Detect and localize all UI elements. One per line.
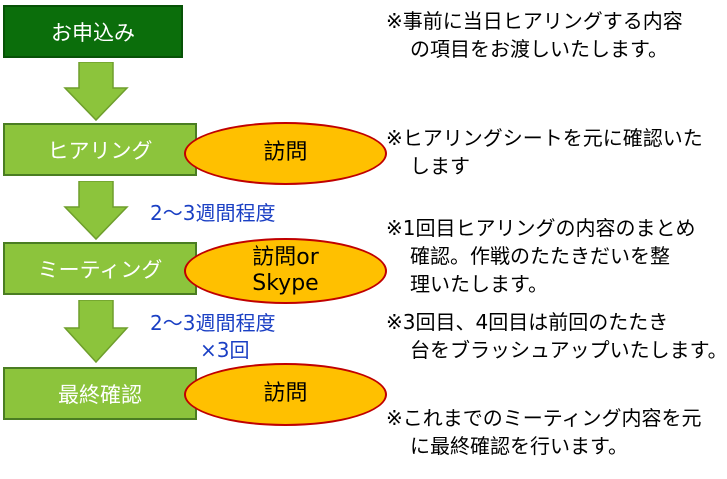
down-arrow-icon (63, 181, 129, 241)
interval-second: 2～3週間程度 (150, 307, 275, 336)
step-hearing: ヒアリング (3, 123, 197, 176)
down-arrow-icon (63, 62, 129, 122)
method-final: 訪問 (184, 363, 387, 426)
note-final-check-line2: に最終確認を行います。 (410, 434, 628, 458)
note-final-check-line1: ※これまでのミーティング内容を元 (386, 406, 702, 430)
note-application-line1: ※事前に当日ヒアリングする内容 (386, 9, 683, 33)
method-meeting-label-line2: Skype (252, 271, 319, 296)
method-final-label: 訪問 (263, 381, 308, 407)
step-meeting-label: ミーティング (37, 257, 163, 282)
note-meeting-later-line1: ※3回目、4回目は前回のたたき (386, 310, 669, 334)
note-meeting-first-line1: ※1回目ヒアリングの内容のまとめ (386, 216, 696, 240)
step-application: お申込み (3, 5, 183, 58)
note-hearing: ※ヒアリングシートを元に確認いた します (386, 124, 703, 180)
method-hearing: 訪問 (184, 122, 387, 185)
step-final-check: 最終確認 (3, 367, 197, 420)
step-meeting: ミーティング (3, 242, 197, 295)
note-meeting-first-line2: 確認。作戦のたたきだいを整 (410, 244, 670, 268)
note-application-line2: の項目をお渡しいたします。 (410, 37, 668, 61)
interval-second-label: 2～3週間程度 (150, 311, 276, 335)
note-final-check: ※これまでのミーティング内容を元 に最終確認を行います。 (386, 404, 702, 460)
note-hearing-line1: ※ヒアリングシートを元に確認いた (386, 126, 703, 150)
note-hearing-line2: します (410, 154, 470, 178)
interval-first: 2～3週間程度 (150, 197, 275, 226)
method-meeting: 訪問or Skype (184, 238, 387, 304)
interval-second-times: ×3回 (200, 334, 249, 363)
interval-second-times-label: ×3回 (200, 338, 250, 362)
interval-first-label: 2～3週間程度 (150, 201, 276, 225)
method-hearing-label: 訪問 (263, 140, 308, 166)
step-hearing-label: ヒアリング (47, 138, 153, 163)
note-meeting-later-line2: 台をブラッシュアップいたします。 (410, 338, 727, 362)
note-meeting-first: ※1回目ヒアリングの内容のまとめ 確認。作戦のたたきだいを整 理いたします。 (386, 214, 695, 298)
method-meeting-label-line1: 訪問or (252, 244, 319, 270)
note-application: ※事前に当日ヒアリングする内容 の項目をお渡しいたします。 (386, 7, 683, 63)
down-arrow-icon (63, 300, 129, 364)
step-final-check-label: 最終確認 (58, 382, 142, 407)
note-meeting-later: ※3回目、4回目は前回のたたき 台をブラッシュアップいたします。 (386, 308, 727, 364)
step-application-label: お申込み (51, 20, 135, 45)
note-meeting-first-line3: 理いたします。 (410, 272, 548, 296)
